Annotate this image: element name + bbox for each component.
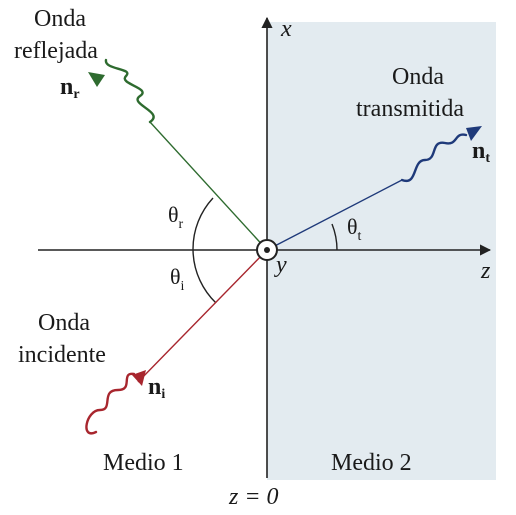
x-axis-label: x [280, 16, 292, 42]
theta-t-label: θt [347, 214, 362, 244]
medium2-label: Medio 2 [331, 450, 412, 476]
medium1-label: Medio 1 [103, 450, 184, 476]
reflected-wave-squiggle [104, 58, 155, 124]
incident-title-line1: Onda [38, 310, 90, 336]
incident-title-line2: incidente [18, 342, 106, 368]
transmitted-wave-squiggle [400, 133, 468, 183]
boundary-label: z = 0 [228, 484, 279, 510]
z-axis-label: z [480, 258, 491, 284]
transmitted-ray [266, 179, 403, 251]
reflected-title-line2: reflejada [14, 38, 98, 64]
transmitted-vector-label: nt [472, 138, 490, 166]
theta-t-arc [331, 223, 338, 251]
transmitted-title-line1: Onda [392, 64, 444, 90]
transmitted-arrowhead [466, 126, 482, 141]
reflected-ray [149, 121, 268, 251]
medium2-region [267, 22, 496, 480]
incident-wave-squiggle [85, 372, 136, 435]
reflected-arrowhead [88, 72, 105, 87]
theta-i-label: θi [170, 264, 185, 294]
origin-dot [264, 247, 270, 253]
incident-vector-label: ni [148, 374, 165, 402]
reflected-title-line1: Onda [34, 6, 86, 32]
incident-arrowhead [132, 370, 146, 386]
incident-ray [137, 249, 268, 383]
reflected-vector-label: nr [60, 74, 80, 102]
y-axis-label: y [274, 252, 287, 278]
theta-r-label: θr [168, 202, 184, 232]
transmitted-title-line2: transmitida [356, 96, 464, 122]
theta-r-i-arc [192, 197, 217, 304]
